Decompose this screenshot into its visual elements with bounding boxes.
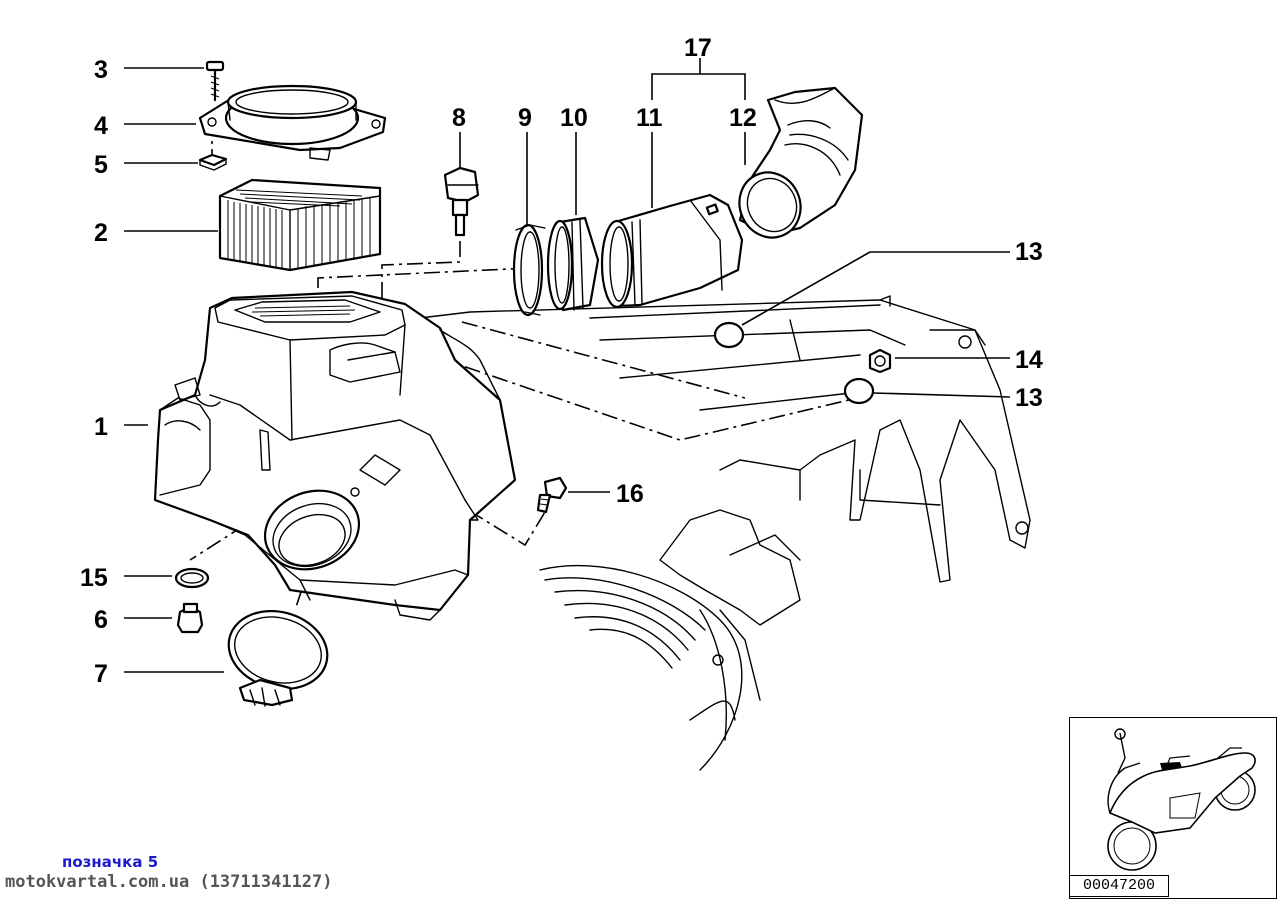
airbox-part-1 xyxy=(153,290,517,621)
callout-17: 17 xyxy=(684,34,712,62)
callout-5: 5 xyxy=(94,151,108,179)
sleeve-part-10 xyxy=(546,216,600,312)
callout-13-lower: 13 xyxy=(1015,384,1043,412)
screw-part-3 xyxy=(205,60,225,102)
air-filter-part-2 xyxy=(218,178,382,272)
fitting-part-14 xyxy=(868,348,892,374)
caption-link[interactable]: позначка 5 xyxy=(62,853,159,871)
elbow-part-12 xyxy=(738,86,864,239)
callout-1: 1 xyxy=(94,413,108,441)
leader-lines xyxy=(124,58,1011,673)
motorcycle-icon xyxy=(1107,728,1256,871)
callout-3: 3 xyxy=(94,56,108,84)
callout-12: 12 xyxy=(729,104,757,132)
o-ring-part-15 xyxy=(174,567,210,589)
pipe-part-11 xyxy=(600,193,744,309)
intake-cover-part-4 xyxy=(198,84,387,161)
callout-9: 9 xyxy=(518,104,532,132)
callout-labels: 1 2 3 4 5 6 7 8 9 10 11 12 13 13 14 15 1… xyxy=(80,34,1043,688)
callout-15: 15 xyxy=(80,564,108,592)
callout-14: 14 xyxy=(1015,346,1043,374)
callout-11: 11 xyxy=(636,104,663,132)
sensor-part-8 xyxy=(443,166,480,237)
diagram-number: 00047200 xyxy=(1069,875,1169,897)
callout-8: 8 xyxy=(452,104,466,132)
clamp-part-7 xyxy=(227,609,329,707)
engine-outline xyxy=(539,509,801,771)
callout-6: 6 xyxy=(94,606,108,634)
plug-part-6 xyxy=(176,602,204,634)
callout-4: 4 xyxy=(94,112,108,140)
callout-16: 16 xyxy=(616,480,644,508)
watermark: motokvartal.com.ua (13711341127) xyxy=(5,872,333,892)
bolt-part-16 xyxy=(536,476,568,514)
callout-7: 7 xyxy=(94,660,108,688)
frame-outline xyxy=(419,295,1031,583)
grommets-part-13 xyxy=(713,321,875,405)
ring-part-9 xyxy=(512,223,546,317)
callout-2: 2 xyxy=(94,219,108,247)
pad-part-5 xyxy=(198,153,228,171)
callout-13-upper: 13 xyxy=(1015,238,1043,266)
callout-10: 10 xyxy=(560,104,588,132)
motorcycle-thumbnail xyxy=(1069,717,1277,899)
